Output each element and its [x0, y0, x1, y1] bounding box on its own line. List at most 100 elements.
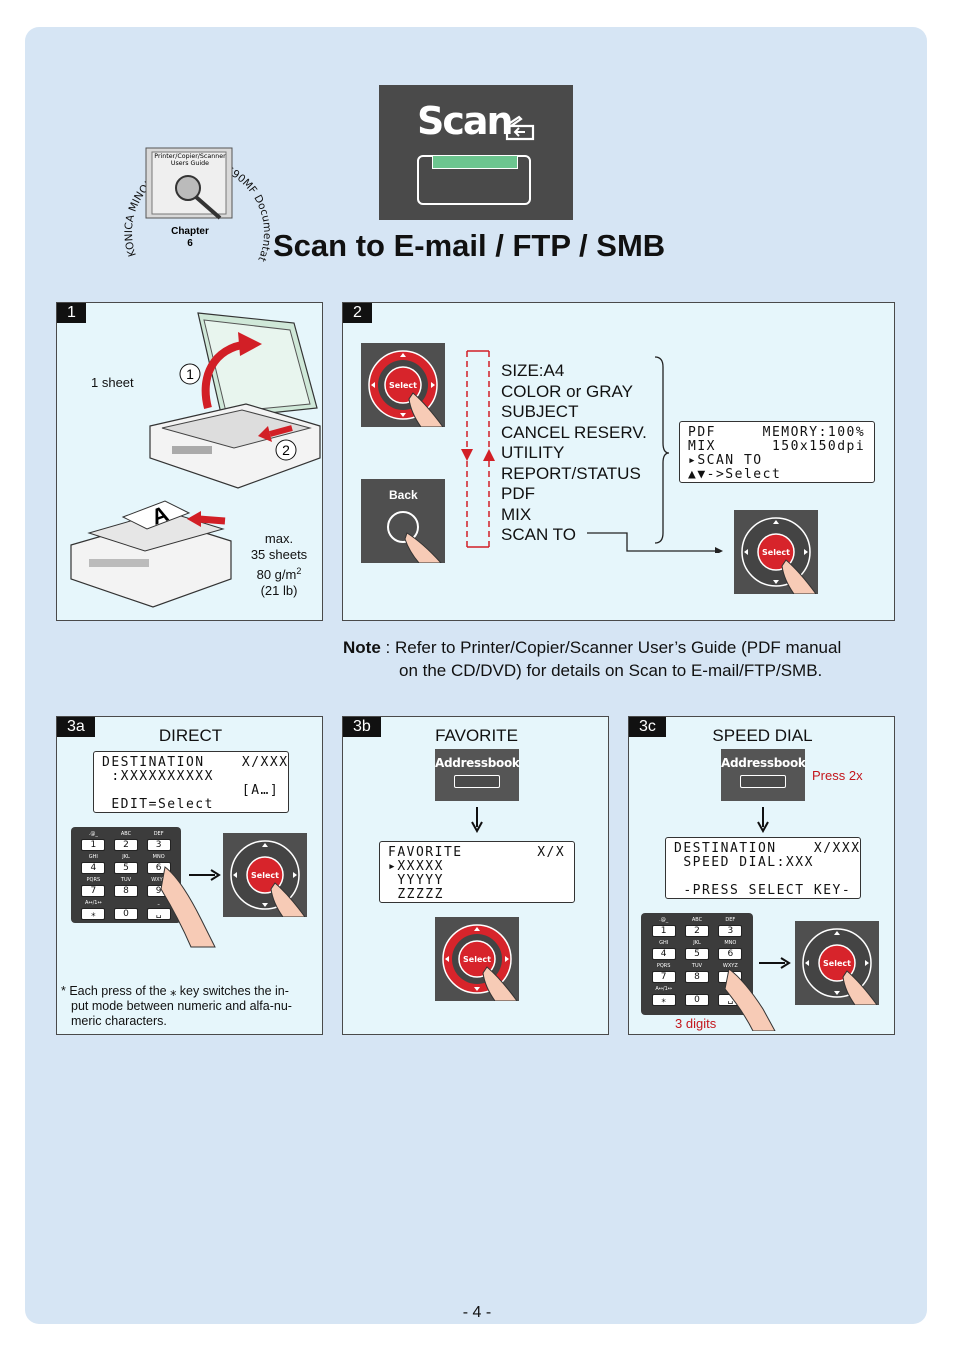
- chapter-number: 6: [187, 238, 193, 249]
- step3b-lcd: FAVORITE X/X▸XXXXX YYYYY ZZZZZ: [379, 841, 575, 903]
- menu-item: SCAN TO: [501, 525, 576, 544]
- step1-panel: 1 1 sheet 1 2 A max. 35 sheets 80 g/m2 (…: [56, 302, 323, 621]
- select-key-icon: Select: [741, 517, 817, 595]
- select-dial-step2: Select: [734, 510, 818, 595]
- keypad-3c: .@_1ABC2DEF3GHI4JKL5MNO6PQRS7TUV8WXYZ9A↔…: [641, 913, 753, 1015]
- keypad-key: 7: [651, 971, 676, 983]
- keypad-key-sublabel: JKL: [693, 940, 701, 946]
- note-line-2: on the CD/DVD) for details on Scan to E-…: [399, 661, 823, 680]
- step3a-panel: 3a DIRECT DESTINATION X/XXX :XXXXXXXXXX …: [56, 716, 323, 1035]
- step3b-tag: 3b: [343, 717, 381, 737]
- marker-2: 2: [282, 442, 290, 458]
- lcd-line: [674, 870, 852, 884]
- keypad-key: 0: [114, 908, 138, 920]
- addressbook-label: Addressbook: [721, 756, 806, 770]
- chapter-label: Chapter: [171, 226, 209, 237]
- step3b-panel: 3b FAVORITE Addressbook FAVORITE X/X▸XXX…: [342, 716, 609, 1035]
- footnote-line-2: put mode between numeric and alfa-nu-: [71, 999, 292, 1013]
- keypad-key-sublabel: MNO: [152, 854, 165, 860]
- lcd-line: ▸XXXXX: [388, 859, 444, 874]
- menu-item: MIX: [501, 504, 532, 524]
- svg-text:Select: Select: [463, 955, 491, 964]
- press-2x-note: Press 2x: [812, 768, 863, 783]
- menu-item: CANCEL RESERV.: [501, 422, 647, 442]
- back-button-graphic: Back: [361, 479, 445, 563]
- arrow-down-icon: [471, 807, 483, 833]
- lcd-line: ZZZZZ: [388, 887, 444, 902]
- keypad-key: 6: [718, 948, 743, 960]
- lcd-line: YYYYY: [388, 873, 444, 888]
- finger-icon: [161, 866, 216, 948]
- keypad-key-sublabel: ABC: [691, 917, 703, 923]
- keypad-key-sublabel: DEF: [725, 917, 736, 923]
- menu-item: SUBJECT: [501, 402, 579, 421]
- keypad-key: 3: [718, 925, 743, 937]
- keypad-key-sublabel: ABC: [120, 831, 132, 837]
- addressbook-key-slot: [454, 775, 500, 788]
- keypad-key: 2: [114, 839, 138, 851]
- step3a-title: DIRECT: [158, 726, 223, 745]
- back-key-icon: [387, 511, 442, 563]
- footnote-line-3: meric characters.: [71, 1014, 167, 1028]
- adf-label-lb: (21 lb): [260, 583, 298, 599]
- menu-item: PDF: [501, 484, 535, 503]
- scan-led: [432, 155, 518, 169]
- step3c-panel: 3c SPEED DIAL Addressbook Press 2x DESTI…: [628, 716, 895, 1035]
- select-key-label: Select: [389, 381, 417, 390]
- note-block: Note : Refer to Printer/Copier/Scanner U…: [343, 636, 841, 682]
- keypad-key-sublabel: WXYZ: [151, 877, 167, 883]
- step3c-lcd: DESTINATION X/XXX SPEED DIAL:XXX -PRESS …: [665, 837, 861, 899]
- keypad-key: ␣: [146, 908, 171, 920]
- select-dial-3b: Select: [435, 917, 519, 1002]
- glass-sheet-label: 1 sheet: [91, 375, 134, 390]
- svg-text:Select: Select: [251, 871, 279, 880]
- scan-tray-icon: [505, 115, 535, 141]
- addressbook-button-3c: Addressbook: [721, 749, 806, 801]
- lcd-line: EDIT=Select: [102, 797, 214, 812]
- adf-capacity: max. 35 sheets 80 g/m2 (21 lb): [239, 531, 319, 599]
- keypad-key: 0: [685, 994, 709, 1006]
- printer-adf-illustration: A: [70, 500, 232, 608]
- lcd-line: DESTINATION X/XXX: [674, 841, 861, 856]
- keypad-key: 8: [685, 971, 709, 983]
- menu-item: UTILITY: [501, 443, 565, 462]
- addressbook-key-slot: [740, 775, 786, 788]
- arrow-right-icon: [189, 869, 221, 881]
- keypad-key: 5: [685, 948, 709, 960]
- select-dial-icon: Select: [368, 350, 444, 428]
- select-key-label-2: Select: [762, 548, 790, 557]
- lcd-line: FAVORITE X/X: [388, 845, 566, 860]
- keypad-key: 1: [651, 925, 676, 937]
- three-digits-note: 3 digits: [675, 1016, 717, 1031]
- select-dial-3a: Select: [223, 833, 307, 918]
- keypad-key-sublabel: A↔/1↔: [84, 900, 102, 906]
- keypad-key-sublabel: .@_: [659, 917, 669, 923]
- select-dial-with-arrows: Select: [361, 343, 445, 428]
- keypad-key: 8: [114, 885, 138, 897]
- keypad-key: 3: [146, 839, 171, 851]
- lcd-line: DESTINATION X/XXX: [102, 755, 289, 770]
- keypad-key-sublabel: ⎵: [157, 900, 160, 906]
- select-dial-icon: Select: [442, 924, 518, 1002]
- keypad-key-sublabel: A↔/1↔: [655, 986, 672, 992]
- menu-brace-connector: [587, 356, 723, 553]
- step3b-title: FAVORITE: [435, 726, 518, 745]
- keypad-key-sublabel: MNO: [724, 940, 737, 946]
- keypad-key: 4: [81, 862, 106, 874]
- book-subtitle: Users Guide: [171, 160, 209, 167]
- select-dial-3c: Select: [795, 921, 879, 1006]
- keypad-key-sublabel: DEF: [153, 831, 164, 837]
- adf-label-weight: 80 g/m2: [256, 566, 302, 583]
- step2-lcd: PDF MEMORY:100%MIX 150x150dpi▸SCAN TO▲▼-…: [679, 421, 875, 483]
- keypad-key: 1: [81, 839, 106, 851]
- marker-1: 1: [186, 366, 194, 382]
- keypad-key: ⁎: [651, 994, 676, 1006]
- lcd-line: -PRESS SELECT KEY-: [674, 883, 852, 898]
- lcd-line: ▸SCAN TO: [688, 453, 763, 468]
- keypad-key-sublabel: .@_: [88, 831, 98, 837]
- back-label: Back: [389, 488, 418, 502]
- keypad-key: ⁎: [81, 908, 106, 920]
